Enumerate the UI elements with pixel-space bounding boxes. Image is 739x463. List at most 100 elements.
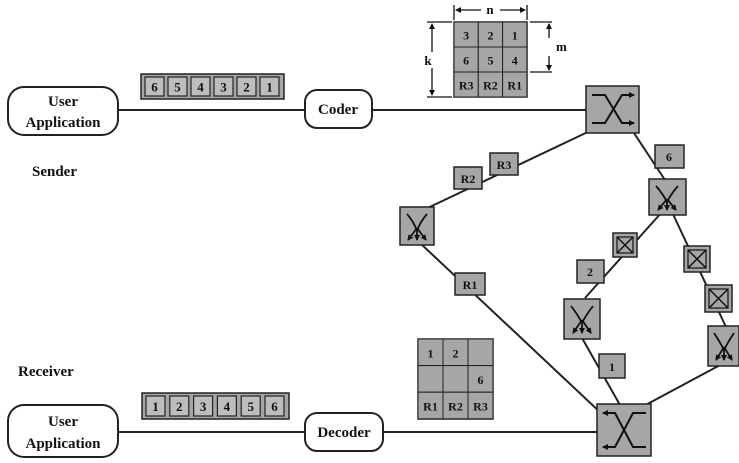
- receiver-packet-queue: 1 2 3 4 5 6: [141, 392, 290, 420]
- receiver-matrix-cell: 6: [467, 365, 494, 393]
- receiver-packet-label: 1: [152, 399, 159, 414]
- sender-packet-queue: 6 5 4 3 2 1: [140, 73, 285, 100]
- link-packet-label: 1: [609, 360, 615, 374]
- receiver-caption: Receiver: [18, 364, 74, 380]
- link-packet-label: 2: [587, 265, 593, 279]
- sender-packet-label: 1: [266, 80, 273, 95]
- sender-packet-label: 4: [197, 80, 204, 95]
- sender-matrix-cell-label: 4: [512, 54, 518, 68]
- sender-matrix-cell: 2: [477, 21, 504, 48]
- router-middle-icon: [563, 298, 601, 340]
- receiver-packet-label: 4: [224, 399, 231, 414]
- decoder-box: Decoder: [304, 412, 384, 452]
- sender-matrix-cell: R3: [453, 71, 479, 98]
- link-packet-2: 2: [576, 259, 605, 284]
- link-packet-r3: R3: [489, 152, 519, 176]
- lost-packet-icon: [612, 232, 638, 258]
- sender-packet: 6: [144, 76, 165, 97]
- receiver-packet: 6: [264, 395, 285, 417]
- sender-packet-label: 6: [151, 80, 158, 95]
- receiver-matrix-cell: R2: [442, 391, 469, 420]
- receiver-matrix-cell: R1: [417, 391, 444, 420]
- lost-packet-icon: [704, 284, 733, 313]
- sender-packet-label: 5: [174, 80, 181, 95]
- receiver-packet-label: 2: [176, 399, 183, 414]
- sender-packet: 3: [213, 76, 234, 97]
- link-packet-r1: R1: [454, 272, 486, 296]
- receiver-app-line2: Application: [25, 436, 101, 452]
- sender-matrix-cell-label: R3: [459, 79, 474, 93]
- link-packet-label: 6: [666, 150, 672, 164]
- k-label: k: [424, 53, 432, 68]
- receiver-matrix: 1 2 6R1 R2 R3: [417, 338, 494, 420]
- router-upper-right-icon: [648, 178, 687, 216]
- lost-packet-icon: [683, 245, 711, 273]
- sender-matrix-cell-label: 3: [463, 29, 469, 43]
- router-lower-right-icon: [707, 325, 739, 367]
- decoder-label: Decoder: [317, 425, 371, 441]
- sender-packet: 2: [236, 76, 257, 97]
- receiver-matrix-cell-label: 1: [428, 346, 434, 360]
- sender-matrix-cell-label: R1: [507, 79, 522, 93]
- sender-matrix-cell-label: 5: [487, 54, 493, 68]
- sender-matrix-cell-label: 2: [487, 29, 493, 43]
- receiver-matrix-cell-label: 6: [478, 373, 484, 387]
- sender-packet: 1: [259, 76, 280, 97]
- m-label: m: [556, 39, 567, 54]
- receiver-matrix-cell-label: 2: [453, 346, 459, 360]
- receiver-packet-label: 3: [200, 399, 207, 414]
- receiver-app-line1: User: [48, 414, 78, 430]
- link-packet-label: R1: [463, 278, 478, 292]
- receiver-matrix-cell: [417, 365, 444, 393]
- link-left-router-bottom-switch: [419, 242, 603, 415]
- link-lower-router-bottom-switch: [639, 363, 723, 409]
- receiver-packet: 4: [216, 395, 237, 417]
- receiver-packet: 1: [145, 395, 166, 417]
- sender-matrix-cell: 3: [453, 21, 479, 48]
- sender-matrix-cell: 4: [502, 46, 528, 73]
- receiver-matrix-cell-label: R3: [473, 400, 488, 414]
- receiver-user-application: User Application: [7, 404, 119, 458]
- receiver-packet-label: 6: [271, 399, 278, 414]
- sender-matrix-cell: R1: [502, 71, 528, 98]
- top-switch-icon: [585, 85, 640, 134]
- sender-app-line1: User: [48, 94, 78, 110]
- receiver-matrix-cell: 1: [417, 338, 444, 367]
- receiver-matrix-cell: [467, 338, 494, 367]
- sender-matrix-cell: 5: [477, 46, 504, 73]
- sender-matrix-cell: R2: [477, 71, 504, 98]
- sender-matrix-cell: 1: [502, 21, 528, 48]
- receiver-matrix-cell-label: R1: [423, 400, 438, 414]
- receiver-packet: 5: [240, 395, 261, 417]
- sender-user-application: User Application: [7, 86, 119, 136]
- sender-packet-label: 2: [243, 80, 250, 95]
- receiver-matrix-cell-label: R2: [448, 400, 463, 414]
- sender-packet-label: 3: [220, 80, 227, 95]
- link-packet-label: R3: [497, 158, 512, 172]
- router-left-icon: [399, 206, 435, 246]
- sender-caption: Sender: [32, 164, 77, 180]
- receiver-matrix-cell: R3: [467, 391, 494, 420]
- bottom-switch-icon: [596, 403, 652, 457]
- sender-matrix-cell-label: 6: [463, 54, 469, 68]
- receiver-matrix-cell: 2: [442, 338, 469, 367]
- link-switch-right-router: [631, 129, 666, 181]
- sender-packet: 4: [190, 76, 211, 97]
- sender-matrix-cell-label: 1: [512, 29, 518, 43]
- link-packet-1: 1: [598, 353, 626, 379]
- sender-app-line2: Application: [25, 115, 101, 131]
- receiver-packet: 3: [193, 395, 214, 417]
- coder-label: Coder: [318, 102, 358, 118]
- receiver-matrix-cell: [442, 365, 469, 393]
- receiver-packet-label: 5: [247, 399, 254, 414]
- sender-matrix-cell-label: R2: [483, 79, 498, 93]
- sender-matrix: 3 2 1 6 5 4R3 R2 R1: [453, 21, 528, 98]
- coder-box: Coder: [304, 89, 373, 129]
- sender-matrix-cell: 6: [453, 46, 479, 73]
- matrix-dimension-arrows: [427, 5, 552, 98]
- n-label: n: [486, 2, 494, 17]
- receiver-packet: 2: [169, 395, 190, 417]
- link-packet-label: R2: [461, 172, 476, 186]
- link-packet-6: 6: [654, 144, 685, 169]
